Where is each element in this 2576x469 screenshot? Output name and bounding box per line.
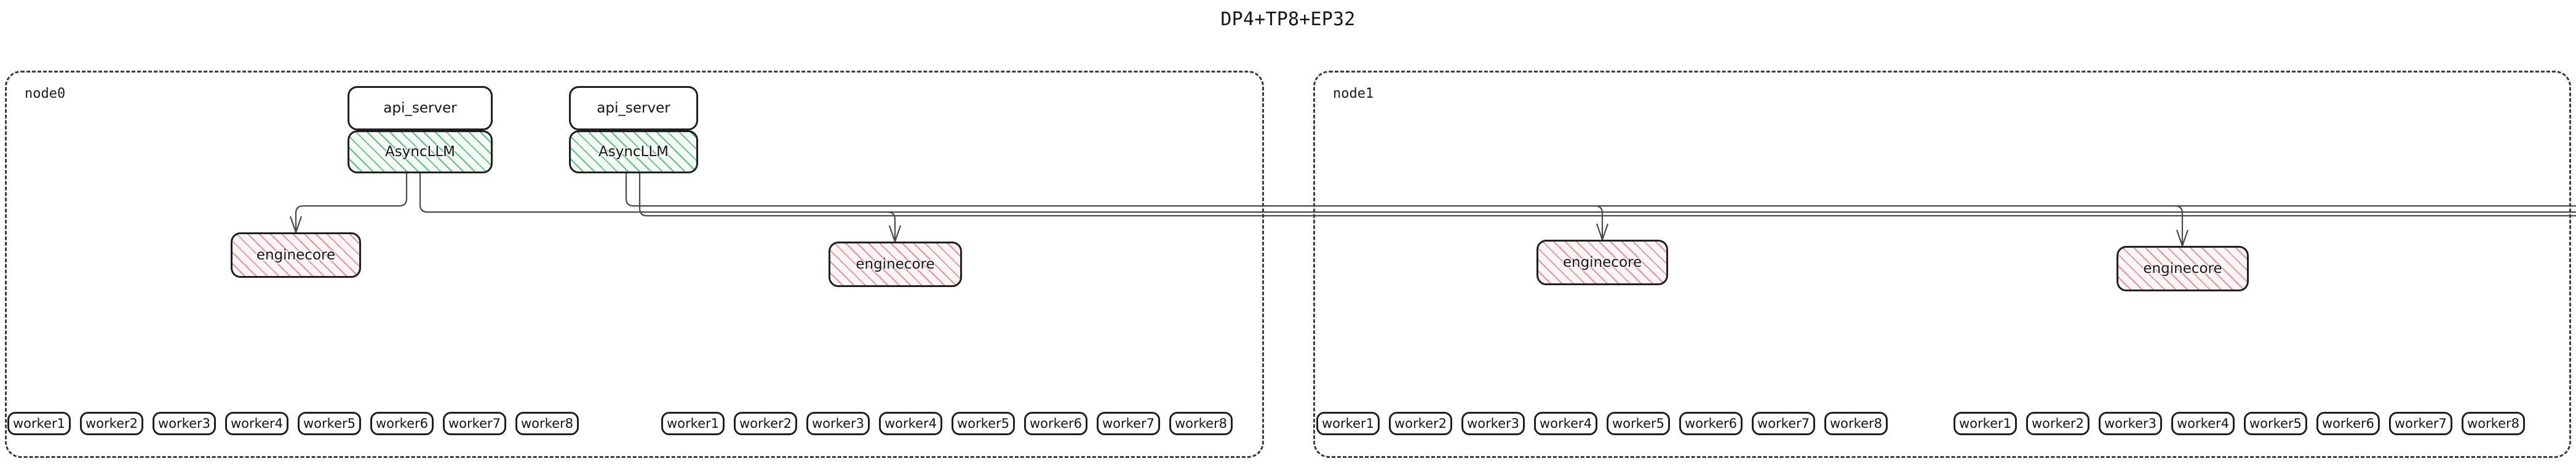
worker-label: worker5 bbox=[957, 416, 1009, 431]
worker-label: worker4 bbox=[1540, 416, 1592, 431]
worker-box[interactable]: worker4 bbox=[225, 412, 288, 435]
worker-box[interactable]: worker1 bbox=[661, 412, 725, 435]
cluster-label-node0: node0 bbox=[25, 86, 66, 101]
api-server-box[interactable]: api_server bbox=[569, 86, 698, 130]
worker-label: worker8 bbox=[521, 416, 573, 431]
worker-box[interactable]: worker7 bbox=[2389, 412, 2452, 435]
worker-label: worker4 bbox=[885, 416, 937, 431]
worker-box[interactable]: worker2 bbox=[734, 412, 797, 435]
worker-box[interactable]: worker5 bbox=[1607, 412, 1670, 435]
worker-label: worker7 bbox=[1102, 416, 1155, 431]
asyncllm-label: AsyncLLM bbox=[384, 144, 456, 160]
worker-label: worker2 bbox=[1394, 416, 1447, 431]
worker-box[interactable]: worker4 bbox=[2171, 412, 2235, 435]
enginecore-box[interactable]: enginecore bbox=[231, 232, 361, 278]
enginecore-box[interactable]: enginecore bbox=[829, 242, 962, 287]
worker-box[interactable]: worker5 bbox=[952, 412, 1015, 435]
worker-label: worker2 bbox=[85, 416, 138, 431]
worker-box[interactable]: worker7 bbox=[1097, 412, 1160, 435]
worker-label: worker8 bbox=[1830, 416, 1882, 431]
worker-label: worker5 bbox=[1612, 416, 1664, 431]
api-server-label: api_server bbox=[383, 100, 457, 116]
enginecore-box[interactable]: enginecore bbox=[2117, 246, 2249, 291]
asyncllm-box[interactable]: AsyncLLM bbox=[348, 130, 493, 173]
asyncllm-box[interactable]: AsyncLLM bbox=[569, 130, 698, 173]
worker-box[interactable]: worker3 bbox=[806, 412, 870, 435]
worker-box[interactable]: worker8 bbox=[2462, 412, 2525, 435]
worker-box[interactable]: worker3 bbox=[153, 412, 216, 435]
worker-box[interactable]: worker6 bbox=[2316, 412, 2380, 435]
worker-label: worker2 bbox=[2032, 416, 2084, 431]
worker-box[interactable]: worker6 bbox=[1679, 412, 1743, 435]
worker-label: worker8 bbox=[1175, 416, 1227, 431]
worker-box[interactable]: worker2 bbox=[80, 412, 143, 435]
worker-label: worker6 bbox=[1030, 416, 1082, 431]
worker-box[interactable]: worker5 bbox=[298, 412, 361, 435]
worker-label: worker2 bbox=[739, 416, 792, 431]
worker-box[interactable]: worker7 bbox=[443, 412, 506, 435]
worker-label: worker7 bbox=[1757, 416, 1810, 431]
worker-label: worker5 bbox=[2249, 416, 2302, 431]
worker-label: worker6 bbox=[1685, 416, 1737, 431]
enginecore-label: enginecore bbox=[2143, 261, 2222, 277]
worker-box[interactable]: worker4 bbox=[879, 412, 942, 435]
api-server-box[interactable]: api_server bbox=[348, 86, 493, 130]
worker-box[interactable]: worker4 bbox=[1534, 412, 1597, 435]
worker-label: worker3 bbox=[1467, 416, 1519, 431]
worker-label: worker7 bbox=[2395, 416, 2447, 431]
worker-label: worker4 bbox=[231, 416, 283, 431]
worker-box[interactable]: worker2 bbox=[2026, 412, 2089, 435]
worker-box[interactable]: worker1 bbox=[1316, 412, 1380, 435]
worker-box[interactable]: worker1 bbox=[7, 412, 71, 435]
worker-label: worker4 bbox=[2177, 416, 2229, 431]
cluster-node0 bbox=[5, 71, 1264, 458]
worker-box[interactable]: worker6 bbox=[370, 412, 434, 435]
worker-label: worker7 bbox=[448, 416, 501, 431]
worker-box[interactable]: worker5 bbox=[2244, 412, 2307, 435]
worker-box[interactable]: worker3 bbox=[1461, 412, 1525, 435]
worker-box[interactable]: worker1 bbox=[1954, 412, 2017, 435]
worker-box[interactable]: worker2 bbox=[1389, 412, 1452, 435]
worker-label: worker6 bbox=[376, 416, 428, 431]
worker-label: worker1 bbox=[667, 416, 719, 431]
enginecore-label: enginecore bbox=[256, 247, 336, 263]
worker-label: worker1 bbox=[1322, 416, 1374, 431]
api-server-label: api_server bbox=[597, 100, 670, 116]
worker-label: worker6 bbox=[2322, 416, 2374, 431]
worker-box[interactable]: worker6 bbox=[1024, 412, 1087, 435]
cluster-node1 bbox=[1313, 71, 2571, 458]
worker-label: worker1 bbox=[1959, 416, 2011, 431]
worker-box[interactable]: worker7 bbox=[1752, 412, 1815, 435]
worker-label: worker5 bbox=[303, 416, 356, 431]
worker-box[interactable]: worker8 bbox=[515, 412, 579, 435]
worker-label: worker3 bbox=[2104, 416, 2157, 431]
worker-label: worker8 bbox=[2467, 416, 2519, 431]
enginecore-label: enginecore bbox=[1562, 254, 1642, 270]
enginecore-box[interactable]: enginecore bbox=[1536, 240, 1668, 285]
cluster-label-node1: node1 bbox=[1333, 86, 1374, 101]
worker-box[interactable]: worker8 bbox=[1824, 412, 1888, 435]
asyncllm-label: AsyncLLM bbox=[598, 144, 669, 160]
worker-label: worker1 bbox=[13, 416, 65, 431]
worker-box[interactable]: worker3 bbox=[2099, 412, 2162, 435]
enginecore-label: enginecore bbox=[856, 256, 935, 272]
worker-label: worker3 bbox=[158, 416, 210, 431]
diagram-title: DP4+TP8+EP32 bbox=[1220, 9, 1356, 30]
worker-label: worker3 bbox=[812, 416, 864, 431]
worker-box[interactable]: worker8 bbox=[1169, 412, 1233, 435]
